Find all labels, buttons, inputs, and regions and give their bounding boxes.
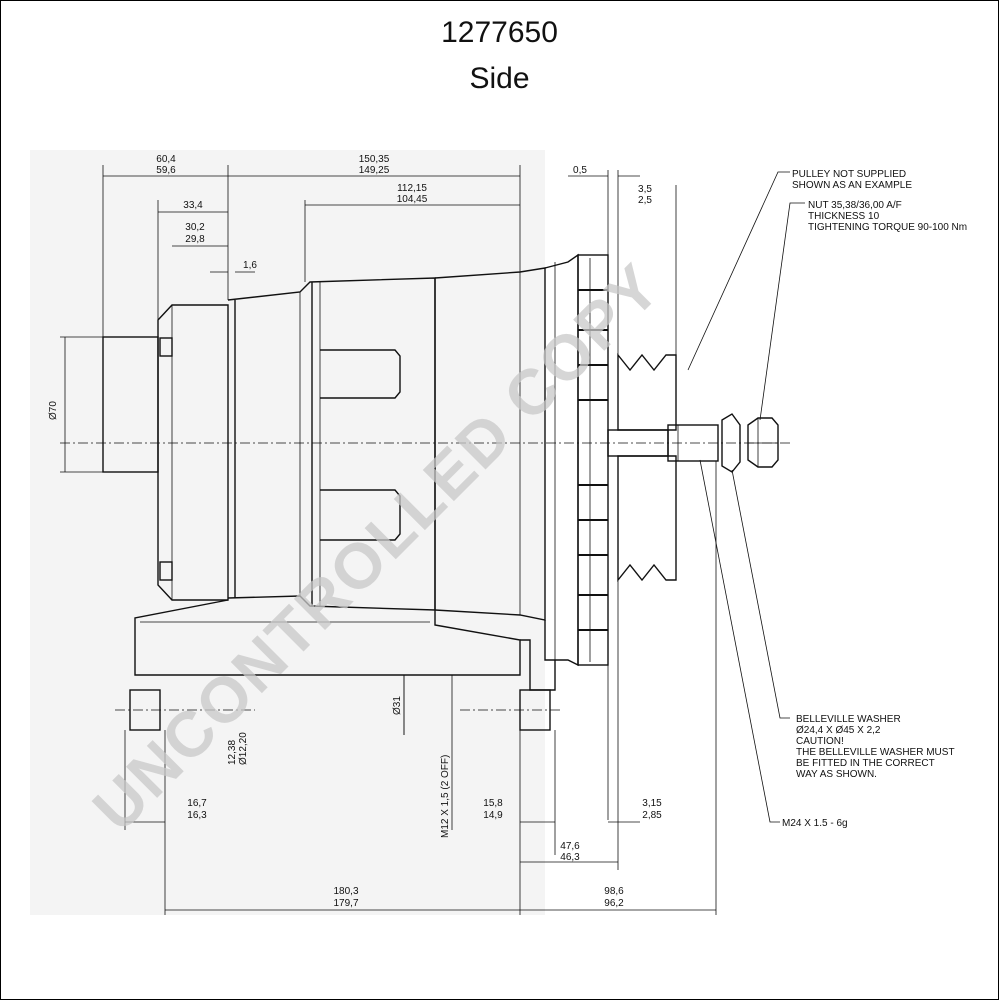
scan-background xyxy=(30,150,545,915)
mounting-foot xyxy=(115,599,560,731)
dim-hole-lower: Ø12,20 xyxy=(238,732,249,765)
dim-47-6-upper: 47,6 xyxy=(560,841,580,852)
rear-housing xyxy=(157,267,546,621)
dim-3-5-lower: 2,5 xyxy=(638,195,652,206)
note-nut-line-2: THICKNESS 10 xyxy=(808,211,880,222)
dim-98-6-lower: 96,2 xyxy=(604,898,624,909)
dim-diameter-31: Ø31 xyxy=(392,696,403,715)
note-nut-line-1: NUT 35,38/36,00 A/F xyxy=(808,200,902,211)
note-washer-line-6: WAY AS SHOWN. xyxy=(796,769,877,780)
note-thread-m24: M24 X 1.5 - 6g xyxy=(782,818,848,829)
dim-15-8-lower: 14,9 xyxy=(483,810,503,821)
dim-98-6-upper: 98,6 xyxy=(604,886,624,897)
dim-60-4-lower: 59,6 xyxy=(156,165,176,176)
leader-lines xyxy=(687,171,805,823)
nut xyxy=(747,417,779,468)
dim-150-35-upper: 150,35 xyxy=(359,154,390,165)
dimension-lines xyxy=(103,175,716,911)
dim-0-5: 0,5 xyxy=(573,165,587,176)
note-washer-line-2: Ø24,4 X Ø45 X 2,2 xyxy=(796,725,881,736)
fan xyxy=(577,254,609,666)
dim-3-15-lower: 2,85 xyxy=(642,810,662,821)
note-pulley-line-1: PULLEY NOT SUPPLIED xyxy=(792,169,906,180)
extension-lines xyxy=(102,165,717,915)
dim-16-7-upper: 16,7 xyxy=(187,798,207,809)
dim-180-3-upper: 180,3 xyxy=(333,886,358,897)
dim-60-4-upper: 60,4 xyxy=(156,154,176,165)
dim-thread-m12: M12 X 1,5 (2 OFF) xyxy=(440,755,451,838)
dim-3-5-upper: 3,5 xyxy=(638,184,652,195)
note-washer-line-5: BE FITTED IN THE CORRECT xyxy=(796,758,935,769)
note-pulley-line-2: SHOWN AS AN EXAMPLE xyxy=(792,180,912,191)
dimension-texts: 60,4 59,6 150,35 149,25 0,5 3,5 2,5 112,… xyxy=(48,154,662,909)
annotation-notes: PULLEY NOT SUPPLIED SHOWN AS AN EXAMPLE … xyxy=(782,169,967,829)
note-washer-line-1: BELLEVILLE WASHER xyxy=(796,714,901,725)
dim-112-15-upper: 112,15 xyxy=(397,183,427,194)
dim-112-15-lower: 104,45 xyxy=(397,194,428,205)
dim-diameter-70: Ø70 xyxy=(48,401,59,420)
view-title: Side xyxy=(469,62,530,95)
note-washer-line-3: CAUTION! xyxy=(796,736,844,747)
dim-hole-upper: 12,38 xyxy=(227,740,238,765)
note-washer-line-4: THE BELLEVILLE WASHER MUST xyxy=(796,747,955,758)
dim-1-6: 1,6 xyxy=(243,260,257,271)
dim-15-8-upper: 15,8 xyxy=(483,798,503,809)
dim-180-3-lower: 179,7 xyxy=(333,898,358,909)
pulley xyxy=(617,353,677,582)
dim-30-2-lower: 29,8 xyxy=(185,234,205,245)
dim-16-7-lower: 16,3 xyxy=(187,810,207,821)
dim-150-35-lower: 149,25 xyxy=(359,165,390,176)
dim-33-4: 33,4 xyxy=(183,200,203,211)
part-number-title: 1277650 xyxy=(441,16,558,49)
dim-30-2-upper: 30,2 xyxy=(185,222,205,233)
dim-47-6-lower: 46,3 xyxy=(560,852,580,863)
note-nut-line-3: TIGHTENING TORQUE 90-100 Nm xyxy=(808,222,967,233)
belleville-washer xyxy=(721,413,741,473)
dim-3-15-upper: 3,15 xyxy=(642,798,662,809)
